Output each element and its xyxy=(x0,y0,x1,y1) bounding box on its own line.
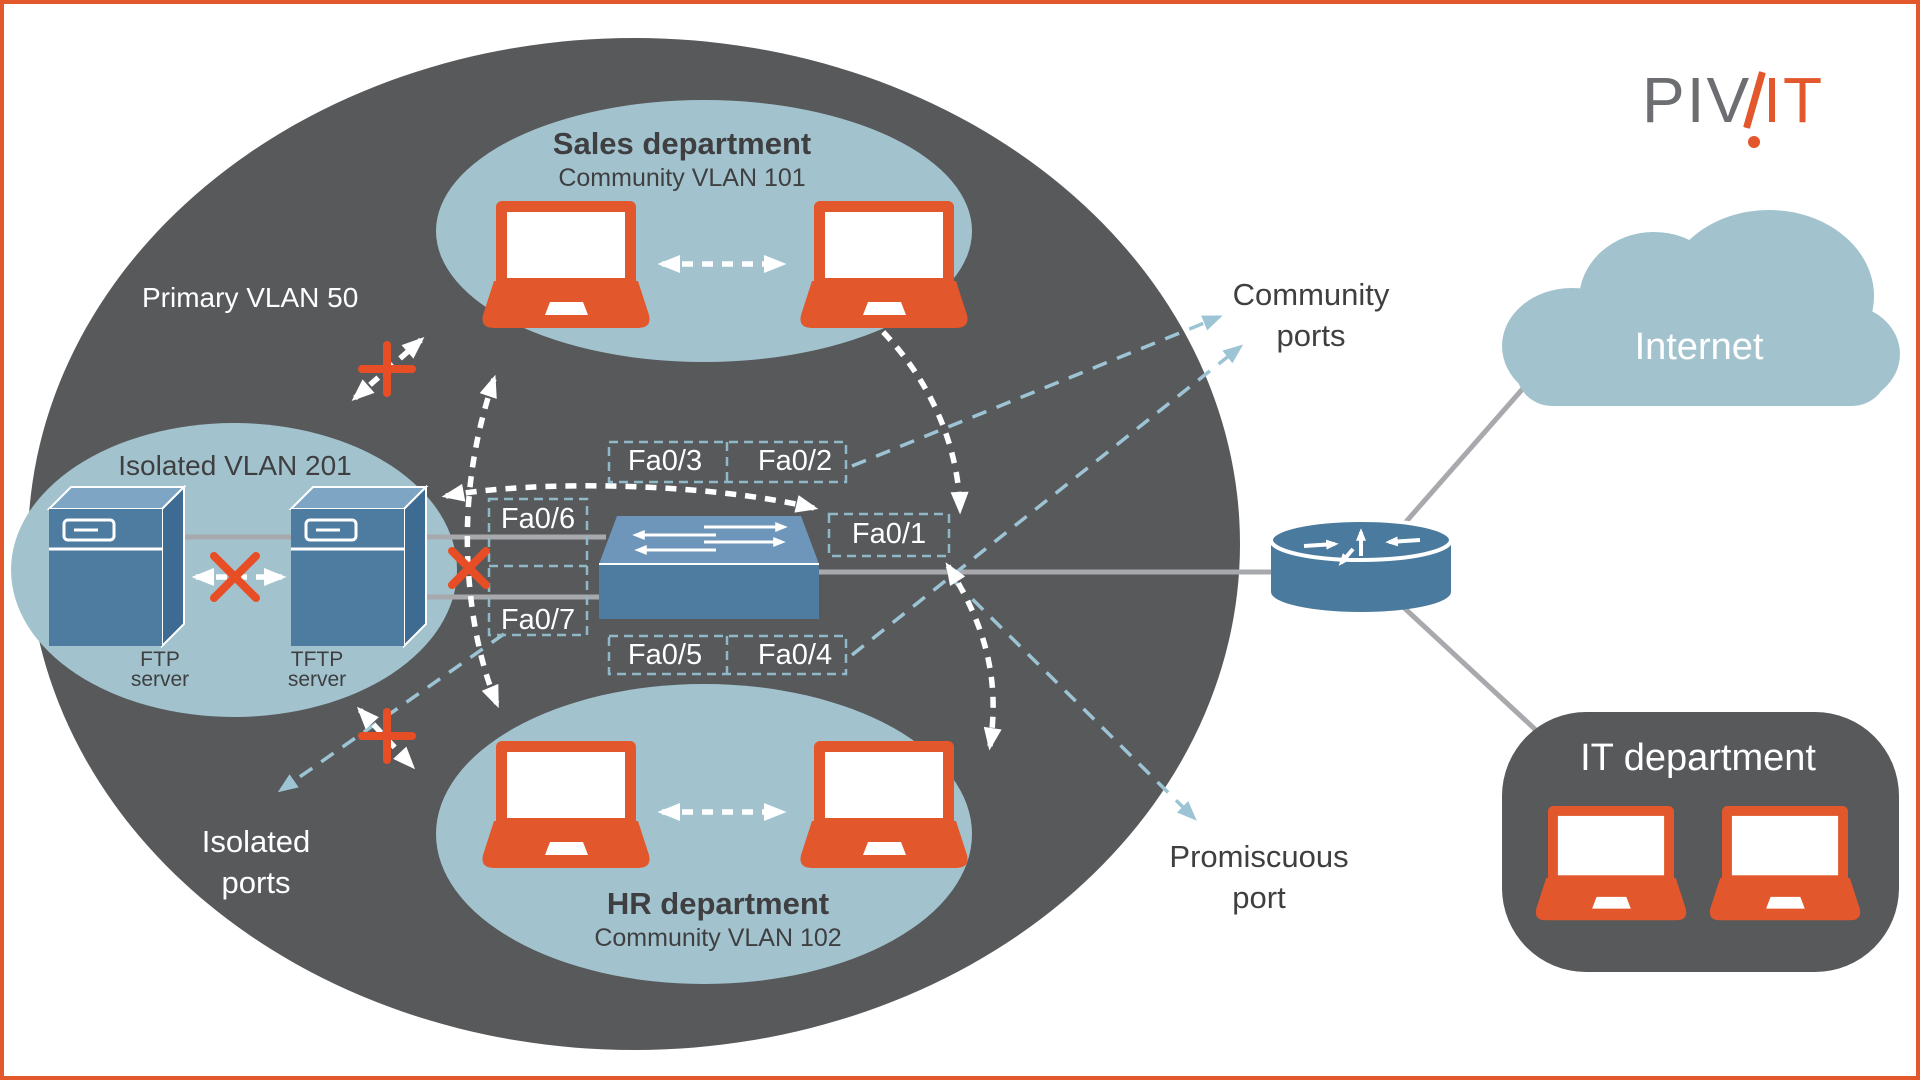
logo-text-it: IT xyxy=(1763,64,1825,136)
sales-laptop-right-icon xyxy=(800,201,968,328)
pivit-logo: PIV IT xyxy=(1642,68,1824,152)
ftp-label-line1: FTP xyxy=(140,648,180,671)
port-label-fa02: Fa0/2 xyxy=(757,445,833,477)
logo-dot xyxy=(1748,136,1761,148)
hr-title: HR department xyxy=(606,886,830,921)
logo-slash-icon xyxy=(1743,68,1767,152)
community-ports-line1: Community xyxy=(1232,277,1390,312)
port-label-fa05: Fa0/5 xyxy=(627,639,703,671)
flow-servers-promiscuous xyxy=(441,483,819,513)
it-laptop-left-icon xyxy=(1535,806,1687,921)
community-ports-label: Community ports xyxy=(1233,274,1390,356)
port-box-top xyxy=(607,440,848,484)
promiscuous-port-label: Promiscuous port xyxy=(1169,836,1348,918)
community-ports-line2: ports xyxy=(1276,318,1346,353)
switch-arrows-icon xyxy=(632,522,788,555)
logo-text-piv: PIV xyxy=(1642,64,1752,136)
diagram-canvas xyxy=(11,38,1900,1050)
hr-subtitle: Community VLAN 102 xyxy=(594,924,842,952)
sales-title: Sales department xyxy=(552,126,812,161)
blocked-x-icon-sales-hr xyxy=(448,547,490,589)
tftp-server-label: TFTP server xyxy=(287,648,347,691)
port-label-fa07: Fa0/7 xyxy=(500,604,576,636)
port-label-fa04: Fa0/4 xyxy=(757,639,833,671)
isolated-vlan-title: Isolated VLAN 201 xyxy=(118,450,352,481)
tftp-server-icon xyxy=(289,485,428,648)
isolated-ports-line2: ports xyxy=(221,865,291,900)
blocked-marks xyxy=(210,341,490,764)
internet-label: Internet xyxy=(1634,326,1764,368)
hr-laptop-right-icon xyxy=(800,741,968,868)
flow-hr-promiscuous xyxy=(945,562,1002,751)
sales-subtitle: Community VLAN 101 xyxy=(558,164,806,192)
sales-laptop-left-icon xyxy=(482,201,650,328)
primary-vlan-label: Primary VLAN 50 xyxy=(142,282,359,313)
cable-router-itdept xyxy=(1398,602,1540,734)
router-icon xyxy=(1269,518,1453,612)
ftp-server-label: FTP server xyxy=(130,648,190,691)
tftp-label-line1: TFTP xyxy=(290,648,344,671)
blocked-x-icon-servers xyxy=(210,552,260,602)
port-label-fa01: Fa0/1 xyxy=(851,518,927,550)
it-laptop-right-icon xyxy=(1709,806,1861,921)
flow-isolated-hr-blocked xyxy=(356,706,416,770)
isolated-ports-label: Isolated ports xyxy=(202,821,311,903)
promiscuous-port-line2: port xyxy=(1232,880,1286,915)
flow-sales-promiscuous xyxy=(817,279,969,515)
blocked-cross-icon-isolated-hr xyxy=(358,708,416,764)
port-label-fa03: Fa0/3 xyxy=(627,445,703,477)
logo-slash-bar xyxy=(1743,71,1767,129)
ftp-server-icon xyxy=(47,485,186,648)
pointer-community-2 xyxy=(850,344,1244,657)
blocked-cross-icon-isolated-sales xyxy=(358,341,416,397)
promiscuous-port-line1: Promiscuous xyxy=(1169,839,1349,874)
tftp-label-line2: server xyxy=(287,668,347,691)
ftp-label-line2: server xyxy=(130,668,190,691)
internet-cloud-icon xyxy=(1502,210,1900,406)
isolated-ports-line1: Isolated xyxy=(201,824,311,859)
port-label-fa06: Fa0/6 xyxy=(500,503,576,535)
cable-lines xyxy=(154,342,1564,734)
hr-laptop-left-icon xyxy=(482,741,650,868)
port-group-boxes xyxy=(487,440,951,676)
port-box-promiscuous xyxy=(827,512,951,558)
it-department-title: IT department xyxy=(1580,737,1816,779)
switch-icon xyxy=(599,516,819,619)
router-arrows-icon xyxy=(1303,528,1421,566)
